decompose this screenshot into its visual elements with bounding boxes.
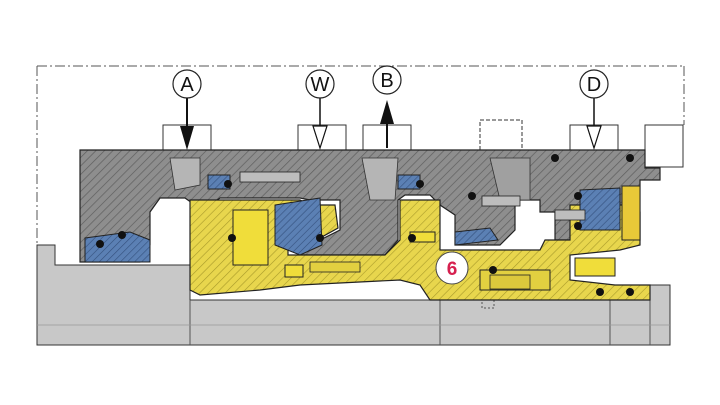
outline-frame bbox=[36, 65, 685, 245]
callout-badge: 6 bbox=[435, 251, 469, 285]
port-label-text: B bbox=[380, 70, 393, 92]
fasteners bbox=[239, 171, 586, 290]
port-arrows bbox=[180, 98, 602, 150]
arrow-up-icon bbox=[380, 100, 394, 124]
circle-w-label bbox=[305, 69, 335, 99]
circle-b-label bbox=[372, 65, 402, 95]
port-label-text: A bbox=[180, 74, 194, 96]
circle-a-label bbox=[172, 69, 202, 99]
port-label-text: D bbox=[587, 74, 601, 96]
badge-number: 6 bbox=[447, 259, 458, 280]
arrow-down-icon bbox=[312, 125, 328, 150]
port-label-d: D bbox=[579, 69, 609, 99]
port-label-w: W bbox=[305, 69, 335, 99]
arrow-down-icon bbox=[180, 126, 194, 150]
port-label-a: A bbox=[172, 69, 202, 99]
port-label-text: W bbox=[311, 74, 330, 96]
port-label-b: B bbox=[372, 65, 402, 95]
circle-d-label bbox=[579, 69, 609, 99]
arrow-down-icon bbox=[586, 125, 602, 150]
o-rings bbox=[96, 154, 634, 296]
